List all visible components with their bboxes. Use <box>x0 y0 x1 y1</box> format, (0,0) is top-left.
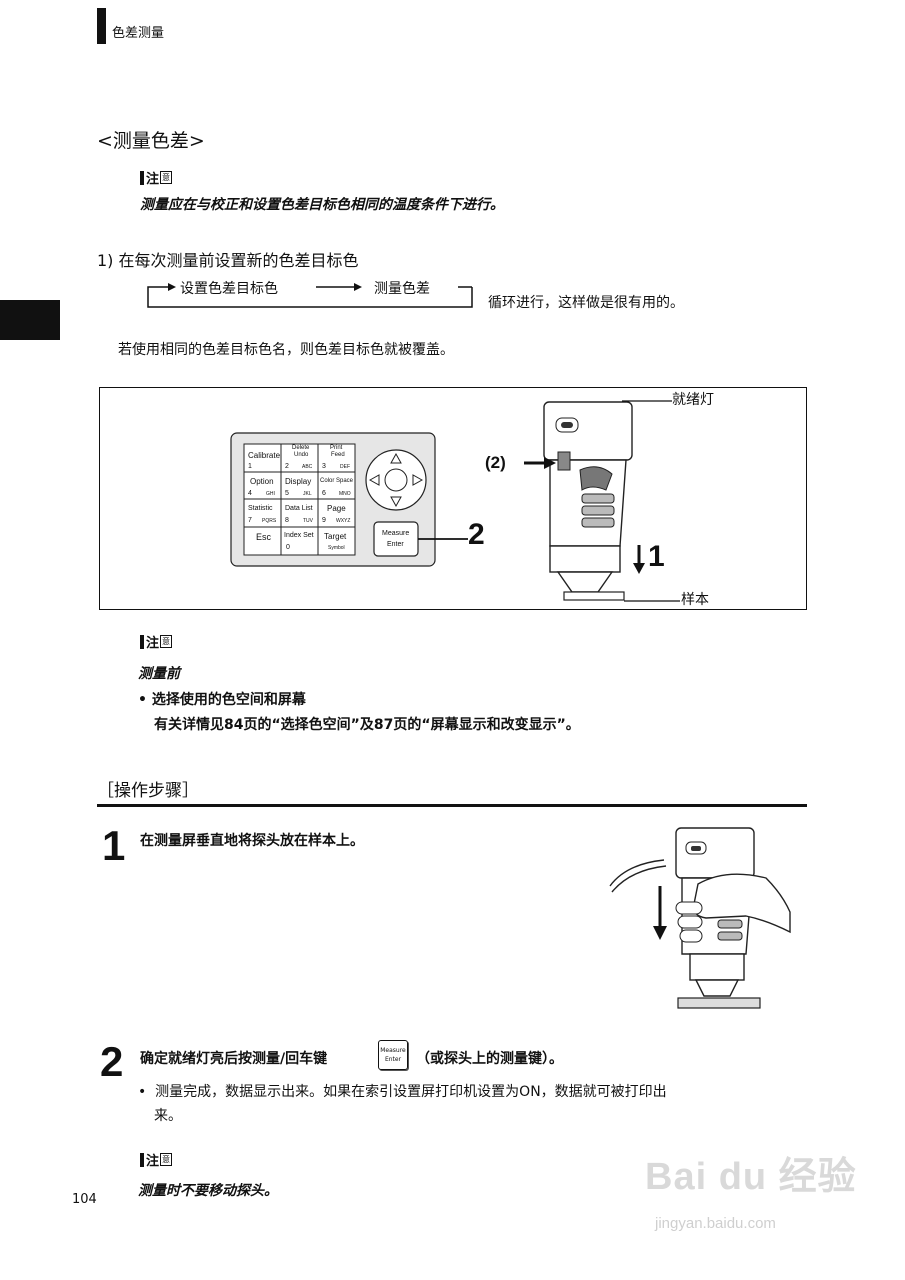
figure-box <box>99 387 807 610</box>
page-number: 104 <box>72 1192 97 1207</box>
step2-text-after: （或探头上的测量键）。 <box>416 1051 563 1067</box>
key-esc[interactable]: Esc <box>256 532 272 542</box>
key-display[interactable]: Display <box>285 477 312 486</box>
note-label-3: 注意 <box>140 1150 173 1169</box>
key-abc: ABC <box>302 464 313 470</box>
step2-bullet-cont: 来。 <box>154 1108 182 1124</box>
cycle-text: 循环进行，这样做是很有用的。 <box>488 295 684 311</box>
key-1: 1 <box>248 463 252 470</box>
step1-number: 1 <box>102 822 126 869</box>
key-2: 2 <box>285 463 289 470</box>
key-target[interactable]: Target <box>324 532 347 541</box>
header-bar <box>97 8 106 44</box>
key-print[interactable]: Print <box>330 445 343 451</box>
key-delete[interactable]: Delete <box>292 445 310 451</box>
watermark-brand: Bai du 经验 <box>645 1156 857 1198</box>
key-mno: MNO <box>339 491 351 497</box>
key-option[interactable]: Option <box>250 477 274 486</box>
note2-detail: 有关详情见84页的“选择色空间”及87页的“屏幕显示和改变显示”。 <box>154 717 580 733</box>
key-pqrs: PQRS <box>262 518 277 524</box>
hand-probe-illustration <box>609 827 791 1009</box>
ready-lamp-pointer <box>622 400 672 402</box>
key-tuv: TUV <box>303 518 313 524</box>
note1-text: 测量应在与校正和设置色差目标色相同的温度条件下进行。 <box>140 197 504 213</box>
key-page[interactable]: Page <box>327 504 346 513</box>
note2-bullet: • 选择使用的色空间和屏幕 <box>138 692 306 708</box>
key-6: 6 <box>322 490 326 497</box>
chapter-side-tab <box>0 300 60 340</box>
procedure-title: ［操作步骤］ <box>97 781 199 801</box>
probe-illustration <box>543 401 633 601</box>
key-undo: Undo <box>294 452 309 458</box>
note-label-2: 注意 <box>140 632 173 651</box>
key-index-set[interactable]: Index Set <box>284 532 314 539</box>
procedure-rule <box>97 804 807 807</box>
key-color-space[interactable]: Color Space <box>320 478 354 484</box>
key-4: 4 <box>248 490 252 497</box>
ready-lamp-label: 就绪灯 <box>672 392 714 408</box>
key-def: DEF <box>340 464 350 470</box>
key-5: 5 <box>285 490 289 497</box>
key-enter: Enter <box>387 541 404 548</box>
keypad-labels: Calibrate 1 Delete Undo 2 ABC Print Feed… <box>230 432 436 567</box>
step2-bullet: • 测量完成，数据显示出来。如果在索引设置屏打印机设置为ON，数据就可被打印出 <box>138 1084 667 1100</box>
cycle-item-2: 测量色差 <box>374 281 430 297</box>
step2-text-before: 确定就绪灯亮后按测量/回车键 <box>140 1051 328 1067</box>
cycle-diagram <box>147 283 473 308</box>
arrow-right-icon <box>524 457 556 469</box>
key-measure[interactable]: Measure <box>382 530 410 537</box>
note2-title: 测量前 <box>138 666 180 682</box>
pointer-line-2 <box>418 538 468 540</box>
overwrite-text: 若使用相同的色差目标色名，则色差目标色就被覆盖。 <box>118 342 454 358</box>
key-feed: Feed <box>331 452 345 458</box>
key-symbol: Symbol <box>328 545 345 551</box>
figure-label-2: 2 <box>468 518 485 551</box>
step1-text: 在测量屏垂直地将探头放在样本上。 <box>140 833 364 849</box>
arrow-down-icon <box>633 545 645 574</box>
figure-label-1: 1 <box>648 540 665 573</box>
key-data-list[interactable]: Data List <box>285 505 313 512</box>
step2-number: 2 <box>100 1038 124 1085</box>
figure-label-paren-2: (2) <box>485 453 506 472</box>
key-calibrate[interactable]: Calibrate <box>248 451 281 460</box>
section-title: <测量色差> <box>97 130 205 152</box>
key-7: 7 <box>248 517 252 524</box>
watermark-url: jingyan.baidu.com <box>655 1215 776 1232</box>
keypad-panel <box>230 432 436 567</box>
sample-pointer <box>624 600 680 602</box>
sample-label: 样本 <box>681 592 709 608</box>
key-3: 3 <box>322 463 326 470</box>
note-label-1: 注意 <box>140 168 173 187</box>
key-wxyz: WXYZ <box>336 518 351 524</box>
header-section-title: 色差测量 <box>112 26 165 41</box>
step-heading: 1) 在每次测量前设置新的色差目标色 <box>97 251 359 270</box>
key-ghi: GHI <box>266 491 275 497</box>
key-0: 0 <box>286 544 290 551</box>
key-9: 9 <box>322 517 326 524</box>
cycle-item-1: 设置色差目标色 <box>180 281 278 297</box>
key-8: 8 <box>285 517 289 524</box>
note3-text: 测量时不要移动探头。 <box>138 1183 278 1199</box>
key-statistic[interactable]: Statistic <box>248 505 273 512</box>
key-jkl: JKL <box>303 491 312 497</box>
